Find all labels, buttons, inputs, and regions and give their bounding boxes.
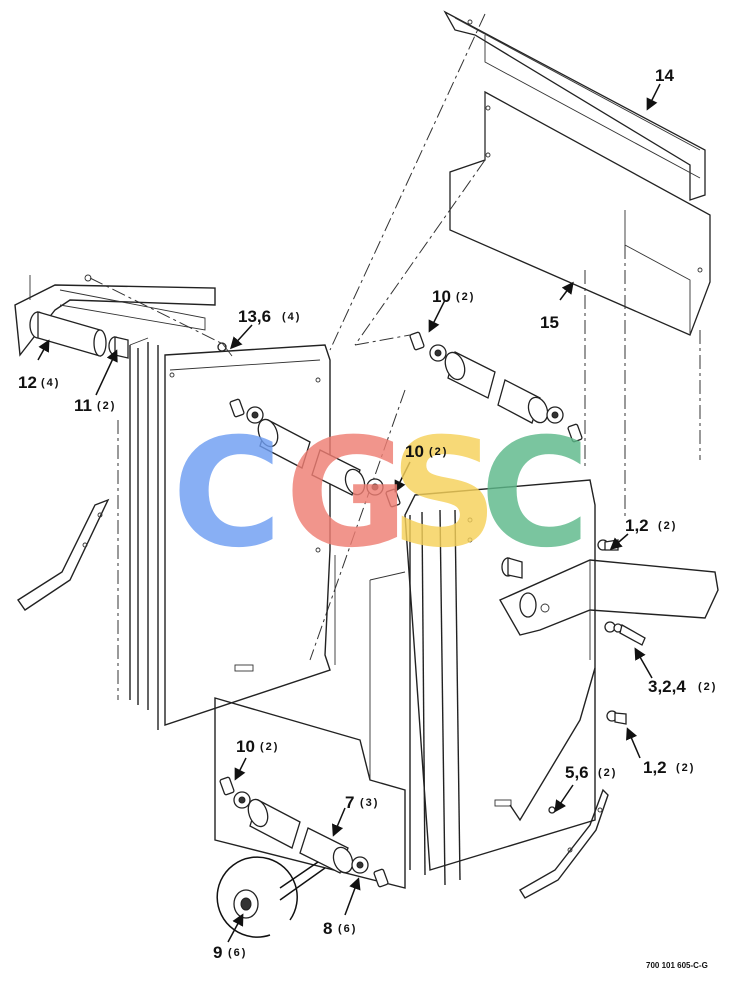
callout-12: 12 (4) (18, 373, 60, 392)
callout-quantity: (2) (429, 446, 448, 458)
callout-number: 14 (655, 66, 674, 85)
shield-part-14 (443, 10, 706, 201)
bushing-part-11 (108, 336, 129, 359)
callout-quantity: (2) (676, 762, 695, 774)
callout-number: 10 (432, 287, 451, 306)
callout-number: 7 (345, 793, 354, 812)
left-arm-bracket (17, 498, 110, 611)
roller-assembly-middle (229, 398, 401, 508)
left-frame-rail (129, 337, 159, 730)
lower-panel (214, 697, 406, 889)
callout-quantity: (2) (598, 767, 617, 779)
callout-quantity: (2) (456, 291, 475, 303)
callout-quantity: (6) (228, 947, 247, 959)
callout-3-2-4: 3,2,4 (2) (648, 677, 717, 696)
main-side-panel (164, 344, 336, 726)
callout-number: 8 (323, 919, 332, 938)
callout-quantity: (2) (658, 520, 677, 532)
callout-quantity: (6) (338, 923, 357, 935)
callout-number: 1,2 (625, 516, 649, 535)
shield-part-15 (449, 90, 711, 336)
roller-assembly-upper-right (354, 331, 583, 443)
callout-1-2-lower: 1,2 (2) (643, 758, 695, 777)
callout-8: 8 (6) (323, 919, 357, 938)
center-panel (369, 479, 596, 886)
right-lower-arm (519, 788, 609, 899)
watermark-letter-s: S (390, 407, 498, 581)
left-bracket-part-12 (14, 274, 226, 357)
callout-11: 11 (2) (74, 396, 116, 415)
callout-1-2-upper: 1,2 (2) (625, 516, 677, 535)
callout-number: 10 (405, 442, 424, 461)
callout-14: 14 (655, 66, 674, 85)
callout-5-6: 5,6 (2) (565, 763, 617, 782)
callout-number: 9 (213, 943, 222, 962)
callout-10-middle: 10 (2) (405, 442, 448, 461)
callout-quantity: (2) (260, 741, 279, 753)
callout-quantity: (2) (97, 400, 116, 412)
callout-quantity: (2) (698, 681, 717, 693)
callout-quantity: (3) (360, 797, 379, 809)
watermark-letter-c1: C (172, 407, 282, 581)
watermark-letter-c2: C (480, 407, 590, 581)
callout-9: 9 (6) (213, 943, 247, 962)
callout-7: 7 (3) (345, 793, 379, 812)
callout-number: 1,2 (643, 758, 667, 777)
callout-number: 12 (18, 373, 37, 392)
callout-number: 11 (74, 396, 92, 415)
callout-number: 5,6 (565, 763, 589, 782)
right-bracket-assembly (499, 557, 719, 822)
roller-assembly-lower (219, 776, 389, 888)
watermark-letter-g: G (285, 407, 408, 581)
callout-15: 15 (540, 313, 559, 332)
callout-10-upper: 10 (2) (432, 287, 475, 306)
callout-number: 3,2,4 (648, 677, 686, 696)
bearing-detail-part-9 (216, 856, 326, 938)
callout-number: 15 (540, 313, 559, 332)
cgsc-watermark: C G S C (172, 407, 590, 581)
callout-quantity: (4) (282, 311, 301, 323)
callout-10-lower: 10 (2) (236, 737, 279, 756)
drawing-number: 700 101 605-C-G (646, 961, 708, 970)
callout-13-6: 13,6 (4) (238, 307, 301, 326)
callout-number: 10 (236, 737, 255, 756)
callout-number: 13,6 (238, 307, 271, 326)
callout-quantity: (4) (41, 377, 60, 389)
